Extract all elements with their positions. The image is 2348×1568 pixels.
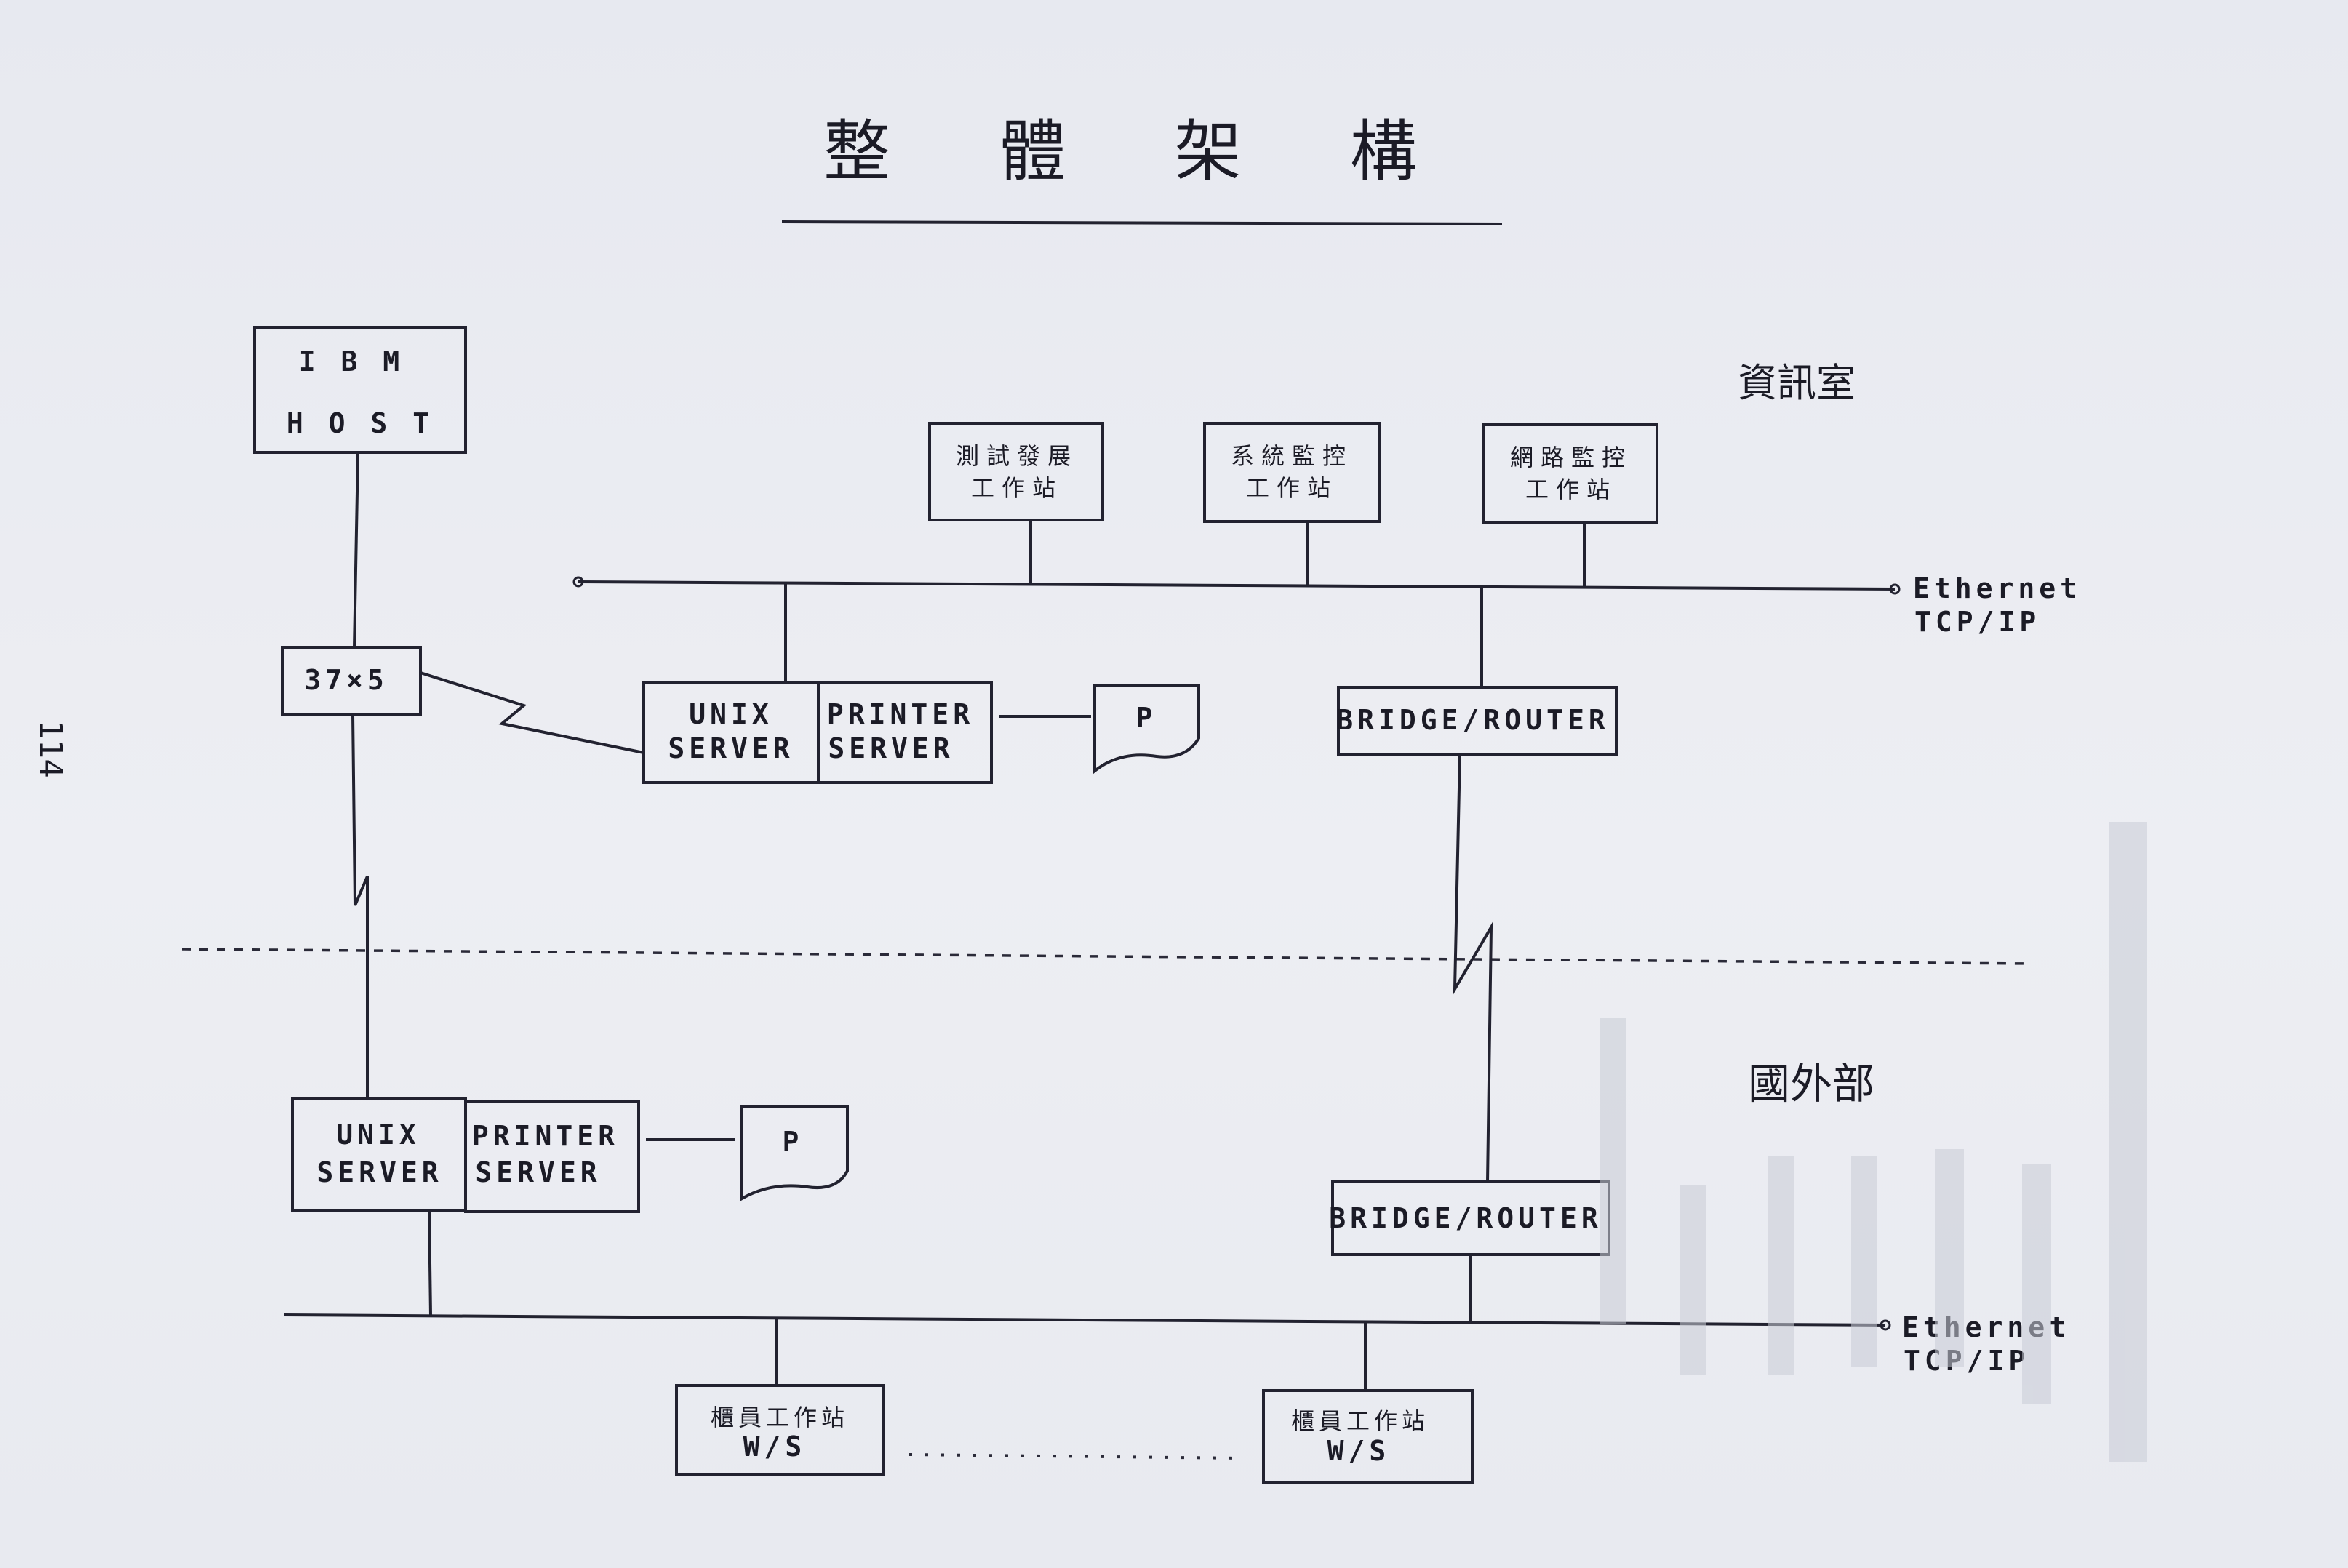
controller-unix-link (420, 671, 644, 754)
staff-ws-1-box (675, 1384, 885, 1476)
ethernet-upper-protocol: TCP/IP (1914, 606, 2040, 638)
staff-ws-2-box (1262, 1389, 1474, 1484)
printer-server-lower-label-1: PRINTER (472, 1120, 619, 1152)
diagram-title: 整 體 架 構 (823, 113, 1461, 191)
zone-divider (181, 948, 2030, 965)
staff-ws-2-label-1: 櫃員工作站 (1291, 1407, 1429, 1435)
ethernet-upper-label: Ethernet (1913, 572, 2081, 604)
unix-lower-drop (428, 1210, 432, 1316)
ibm-host-box (253, 326, 467, 454)
staff-ws-1-label-1: 櫃員工作站 (711, 1404, 849, 1431)
ethernet-lower-protocol: TCP/IP (1904, 1345, 2029, 1377)
printer-server-upper-box (817, 681, 993, 784)
printer-upper-label: P (1136, 702, 1157, 734)
ethernet-lower (283, 1313, 1886, 1327)
zone-label-upper: 資訊室 (1738, 360, 1856, 406)
title-underline (781, 220, 1503, 225)
unix-server-upper-label-1: UNIX (689, 698, 773, 730)
printer-lower (740, 1105, 849, 1201)
staff-ws-1-label-2: W/S (743, 1431, 807, 1463)
printer-server-upper-label-1: PRINTER (827, 698, 974, 730)
bleed-through (1600, 822, 2147, 1462)
unix-server-lower-box (291, 1097, 467, 1212)
ethernet-upper-end-right (1889, 583, 1901, 595)
controller-box (281, 646, 422, 716)
page-number: 114 (32, 720, 69, 777)
bridge-router-upper-box (1337, 686, 1618, 756)
netmon-ws-label-1: 網路監控 (1510, 444, 1632, 471)
sysmon-ws-label-2: 工作站 (1246, 474, 1338, 502)
test-ws-box (928, 422, 1104, 521)
printer-server-lower-box (464, 1100, 640, 1213)
unix-server-lower-label-2: SERVER (316, 1156, 442, 1188)
ibm-host-label-2: H O S T (287, 407, 434, 439)
sysmon-ws-box (1203, 422, 1381, 523)
ethernet-lower-end-right (1880, 1319, 1891, 1331)
ibm-host-label-1: I B M (299, 345, 404, 377)
bridge-router-upper-label: BRIDGE/ROUTER (1336, 704, 1609, 736)
printer-lower-label: P (783, 1126, 804, 1158)
test-ws-label-2: 工作站 (971, 474, 1063, 502)
ethernet-upper (578, 580, 1896, 591)
printer-server-upper-label-2: SERVER (828, 732, 954, 764)
bridge-router-lower-label: BRIDGE/ROUTER (1329, 1202, 1602, 1234)
controller-lower-link (351, 713, 369, 1098)
unix-server-upper-label-2: SERVER (668, 732, 794, 764)
printer-server-lower-label-2: SERVER (475, 1156, 601, 1188)
staff-ws-ellipsis (909, 1453, 1245, 1460)
netmon-ws-label-2: 工作站 (1525, 476, 1617, 503)
staff-ws-2-label-2: W/S (1327, 1435, 1391, 1467)
ethernet-upper-end-left (572, 576, 584, 588)
host-controller-link (353, 452, 359, 648)
unix-server-lower-label-1: UNIX (336, 1119, 420, 1151)
bridge-wan-link (1453, 753, 1493, 1183)
netmon-ws-box (1482, 423, 1658, 524)
controller-label: 37×5 (304, 664, 388, 696)
zone-label-lower: 國外部 (1748, 1059, 1874, 1108)
sysmon-ws-label-1: 系統監控 (1231, 442, 1353, 470)
test-ws-label-1: 測試發展 (956, 442, 1078, 470)
printer-upper (1093, 684, 1200, 775)
